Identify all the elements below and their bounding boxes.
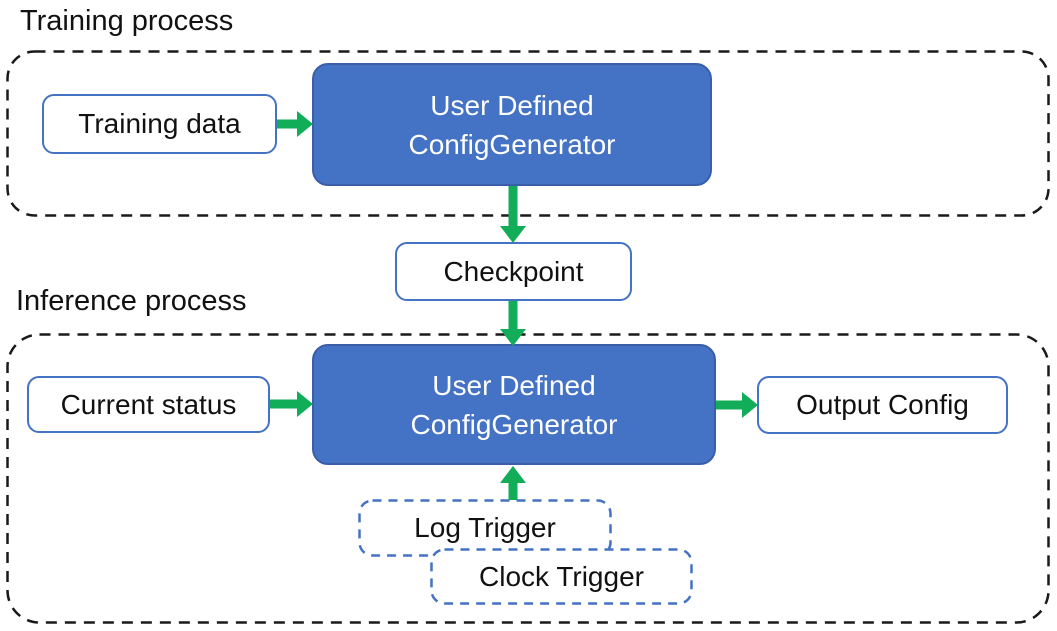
arrow-generator-to-output-config-icon (716, 392, 758, 418)
arrow-training-data-to-generator-icon (277, 111, 313, 137)
arrow-generator-to-checkpoint-icon (500, 186, 526, 243)
inference-process-container (6, 333, 1050, 624)
arrow-triggers-to-generator-icon (500, 466, 526, 500)
training-data-label: Training data (78, 108, 241, 139)
log-trigger-label: Log Trigger (414, 512, 556, 543)
inference-config-generator-line2: ConfigGenerator (410, 408, 618, 440)
output-config-box: Output Config (757, 376, 1008, 434)
current-status-label: Current status (60, 388, 237, 420)
log-trigger-box: Log Trigger (358, 499, 612, 557)
training-config-generator-box: User Defined ConfigGenerator (312, 63, 712, 186)
training-process-container (6, 50, 1050, 217)
checkpoint-label: Checkpoint (443, 255, 584, 287)
inference-config-generator-line1: User Defined (432, 369, 596, 401)
arrow-checkpoint-to-inference-generator-icon (500, 301, 526, 346)
current-status-box: Current status (27, 376, 270, 433)
inference-config-generator-box: User Defined ConfigGenerator (312, 344, 716, 465)
clock-trigger-label: Clock Trigger (479, 560, 644, 592)
clock-trigger-box: Clock Trigger (430, 548, 693, 605)
training-data-box: Training data (42, 94, 277, 154)
inference-process-title: Inference process (16, 285, 247, 317)
arrow-current-status-to-generator-icon (270, 391, 313, 417)
checkpoint-box: Checkpoint (395, 242, 632, 301)
training-process-title: Training process (20, 5, 234, 37)
training-config-generator-line1: User Defined (430, 89, 594, 121)
output-config-label: Output Config (796, 389, 969, 420)
training-config-generator-line2: ConfigGenerator (408, 128, 616, 160)
